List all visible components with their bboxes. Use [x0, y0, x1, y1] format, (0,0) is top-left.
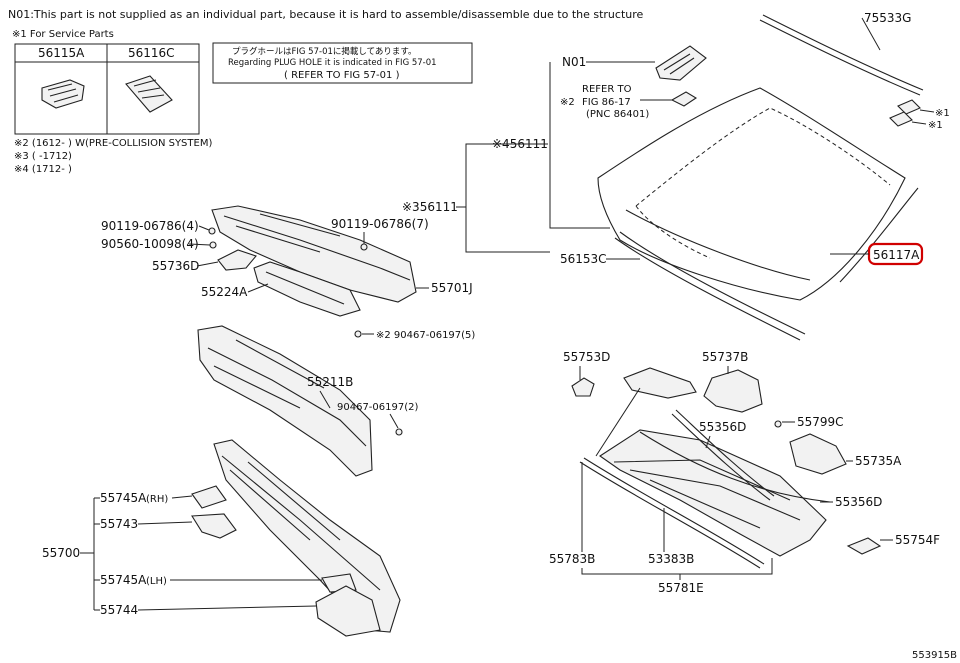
leader-55211b	[319, 390, 331, 409]
leader-55736d	[196, 261, 219, 267]
clip-56115a-drawing	[41, 79, 85, 109]
label-55753d: 55753D	[563, 350, 610, 364]
windshield-outer-molding	[614, 187, 919, 341]
bracket-55745a-rh	[191, 485, 227, 509]
duct-piece	[623, 367, 697, 399]
refer-line1: REFER TO	[582, 84, 632, 95]
label-55745a-rh: 55745A	[100, 491, 147, 505]
note-4: ※4 (1712- )	[14, 164, 72, 175]
label-90467-5: ※2 90467-06197(5)	[376, 330, 475, 341]
refer-line2: FIG 86-17	[582, 97, 631, 108]
label-55799c: 55799C	[797, 415, 844, 429]
label-55356d-b: 55356D	[835, 495, 882, 509]
label-55701j: 55701J	[431, 281, 473, 295]
roof-molding-75533g	[759, 14, 924, 96]
leader-duct	[595, 387, 641, 457]
screw-55799c	[774, 420, 782, 428]
clip-55754f	[846, 537, 882, 555]
label-90119-4: 90119-06786(4)	[101, 219, 199, 233]
label-55745a-lh: 55745A	[100, 573, 147, 587]
seal-55783b	[579, 457, 765, 569]
label-55700: 55700	[42, 546, 80, 560]
cowl-louver-53383b	[599, 429, 827, 557]
leader-90119-4	[198, 225, 210, 231]
label-55736d: 55736D	[152, 259, 199, 273]
label-90467-2: 90467-06197(2)	[337, 402, 418, 413]
label-90119-7: 90119-06786(7)	[331, 217, 429, 231]
label-55783b: 55783B	[549, 552, 595, 566]
bracket-55735a	[789, 433, 847, 475]
clip-56116c-drawing	[125, 75, 173, 113]
label-55744: 55744	[100, 603, 138, 617]
leader-55745a-rh	[171, 495, 193, 499]
label-55743: 55743	[100, 517, 138, 531]
leader-90467-2	[389, 413, 399, 429]
label-55781e: 55781E	[658, 581, 704, 595]
leader-75533g	[861, 17, 881, 51]
windshield-glass	[597, 87, 906, 301]
label-55737b: 55737B	[702, 350, 748, 364]
label-n01: N01	[562, 55, 586, 69]
bracket-56111	[465, 143, 550, 253]
seal-55356d-lower	[639, 431, 831, 503]
label-mark1b: ※1	[928, 120, 943, 131]
refer-mark: ※2	[560, 97, 575, 108]
dash-panel-55211b	[197, 325, 373, 477]
service-parts-note: ※1 For Service Parts	[12, 29, 114, 40]
label-56111-3: ※356111	[402, 200, 458, 214]
seal-55356d-upper	[671, 409, 775, 501]
leader-mark1b	[911, 121, 927, 125]
leader-mark1a	[919, 109, 935, 113]
bracket-55753d	[571, 377, 595, 397]
label-rh: (RH)	[146, 494, 168, 505]
bracket-55781e	[581, 558, 773, 575]
label-mark1a: ※1	[935, 108, 950, 119]
cowl-top-panel	[211, 205, 417, 303]
mirror-mount-clips	[889, 99, 921, 127]
service-part-56116c: 56116C	[128, 46, 175, 60]
label-55754f: 55754F	[895, 533, 940, 547]
brace-55743	[191, 513, 237, 539]
label-56153c: 56153C	[560, 252, 607, 266]
plug-hole-jp: プラグホールはFIG 57-01に掲載してあります。	[232, 46, 417, 57]
plug-hole-box: プラグホールはFIG 57-01に掲載してあります。 Regarding PLU…	[212, 42, 473, 84]
leader-90560-4	[188, 243, 211, 246]
leader-55743	[137, 521, 193, 525]
plug-hole-ref: ( REFER TO FIG 57-01 )	[284, 70, 400, 81]
plug-hole-en: Regarding PLUG HOLE it is indicated in F…	[228, 58, 437, 68]
label-55356d-a: 55356D	[699, 420, 746, 434]
camera-bracket-n01	[655, 45, 707, 107]
label-53383b: 53383B	[648, 552, 694, 566]
note-3: ※3 ( -1712)	[14, 151, 72, 162]
cowl-seal-55224a	[253, 261, 361, 317]
service-part-56115a: 56115A	[38, 46, 85, 60]
note-2: ※2 (1612- ) W(PRE-COLLISION SYSTEM)	[14, 138, 212, 149]
label-55735a: 55735A	[855, 454, 902, 468]
figure-id: 553915B	[912, 650, 957, 661]
service-parts-table: 56115A 56116C	[14, 43, 200, 135]
brace-55744	[315, 585, 381, 637]
refer-line3: (PNC 86401)	[586, 109, 649, 120]
label-55224a: 55224A	[201, 285, 248, 299]
bracket-n01	[549, 62, 610, 229]
leader-55224a	[247, 283, 269, 293]
cover-55737b	[703, 369, 763, 413]
n01-note: N01:This part is not supplied as an indi…	[8, 8, 644, 21]
label-90560-4: 90560-10098(4)	[101, 237, 199, 251]
leader-55356d-a	[705, 435, 711, 449]
label-75533g: 75533G	[864, 11, 911, 25]
label-56117a: 56117A	[873, 248, 920, 262]
label-lh: (LH)	[146, 576, 167, 587]
bracket-55736d	[217, 249, 257, 271]
leader-55744	[137, 605, 317, 611]
label-55211b: 55211B	[307, 375, 353, 389]
